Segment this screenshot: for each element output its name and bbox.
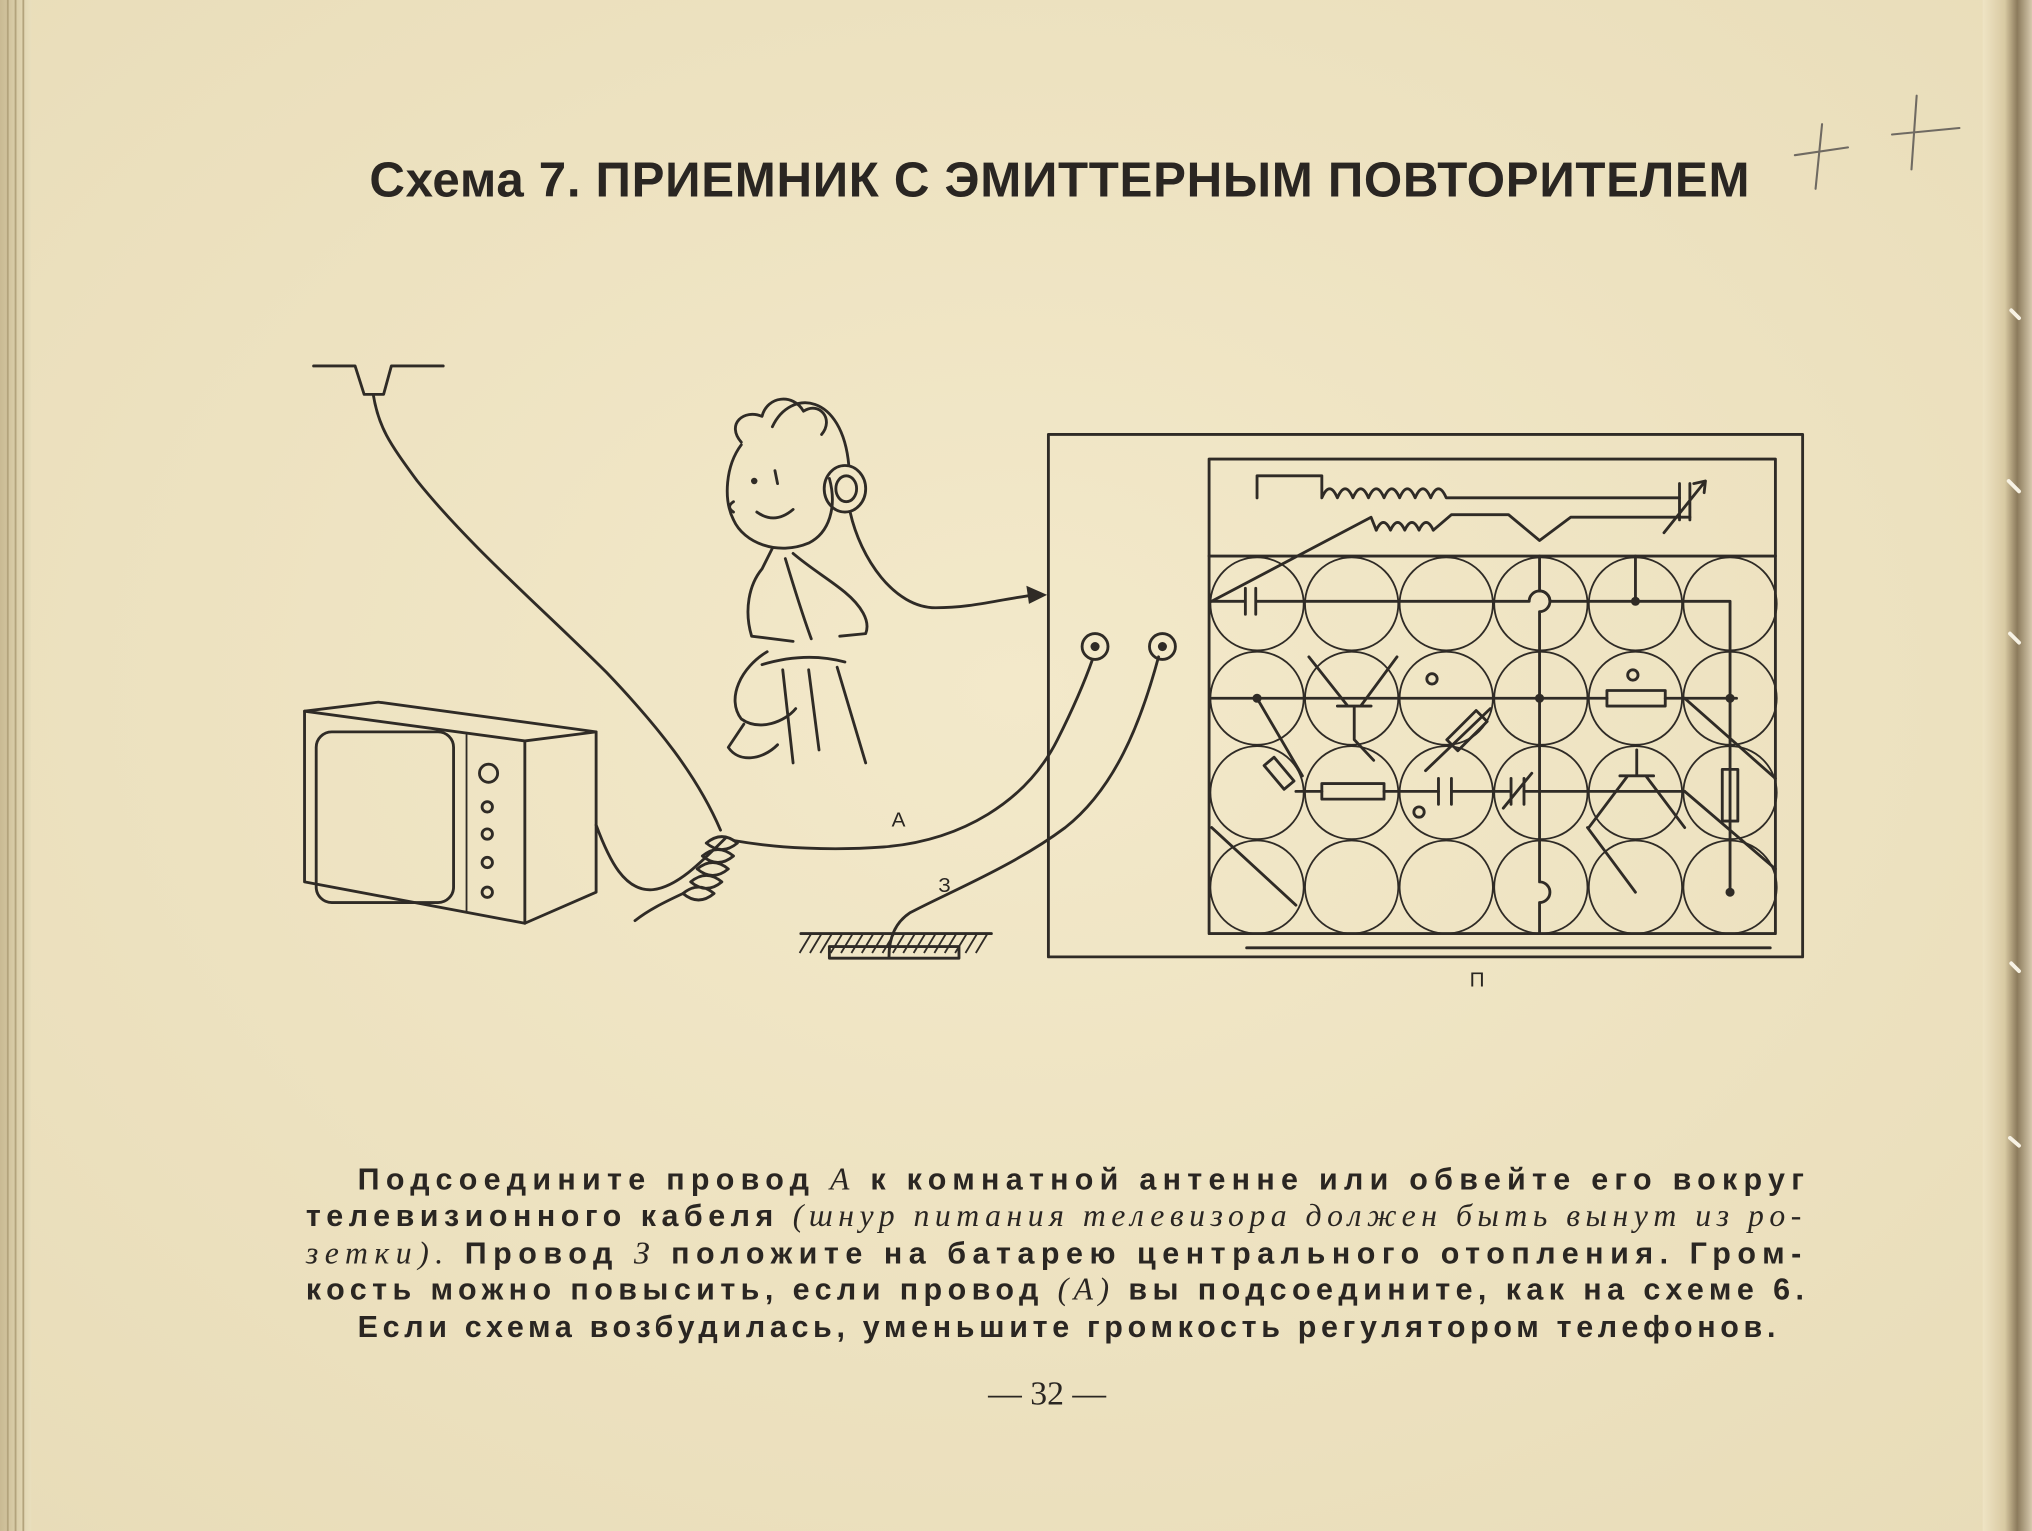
ground-symbol — [798, 932, 993, 960]
wiring-illustration: А З — [303, 364, 1805, 992]
body-line: кость можно повысить, если провод (А) вы… — [306, 1272, 1804, 1307]
headphone-cup-icon — [822, 464, 868, 514]
transistor-icon — [1307, 655, 1399, 762]
variable-capacitor-icon — [1662, 479, 1707, 535]
handwritten-marks — [1793, 94, 1961, 190]
tv-knob-icon — [478, 762, 500, 784]
terminal-hole — [1425, 672, 1439, 686]
tv-set — [303, 700, 598, 925]
radiator-plate — [827, 945, 961, 960]
page-stack-edges — [6, 0, 25, 1531]
boy-eye — [750, 477, 758, 485]
binding-stitches — [2006, 308, 2021, 1148]
resistor-icon — [1605, 689, 1667, 708]
board-outer-frame — [1046, 433, 1805, 959]
boy-body — [746, 546, 869, 643]
tv-top-face — [303, 700, 598, 743]
page-number: — 32 — — [987, 1375, 1106, 1412]
junction-dot — [1725, 887, 1735, 897]
resistor-icon — [1720, 767, 1740, 823]
board-cell — [1304, 556, 1400, 652]
cord-arrow-icon — [1026, 585, 1048, 604]
headphone-band — [770, 401, 851, 467]
body-line: телевизионного кабеля (шнур питания теле… — [306, 1198, 1801, 1233]
terminal-left — [1080, 632, 1110, 661]
headphone-cup-inner — [834, 474, 859, 504]
boy-head — [725, 443, 834, 550]
terminal-hole — [1412, 805, 1426, 819]
stool — [760, 655, 868, 765]
vertical-bus — [1538, 554, 1552, 936]
capacitor-icon — [1437, 777, 1453, 806]
board-cell — [1398, 556, 1494, 652]
loop-coil-icon — [1255, 474, 1681, 500]
tv-power-cable — [594, 823, 728, 892]
wire-z — [887, 655, 1160, 959]
body-line: Если схема возбудилась, уменьшите громко… — [358, 1310, 1776, 1344]
circuit-board — [1046, 433, 1805, 959]
wire-a — [732, 658, 1094, 851]
boy-with-headphones — [725, 397, 1048, 765]
diagonal-wires — [1210, 696, 1777, 907]
instructions-paragraph: Подсоедините провод А к комнатной антенн… — [305, 1162, 1804, 1344]
body-line: Подсоедините провод А к комнатной антенн… — [358, 1162, 1804, 1197]
wire-coil-around-cable — [681, 835, 739, 902]
right-binding-shadow — [1982, 0, 2032, 1531]
trimmer-capacitor-icon — [1501, 771, 1534, 810]
boy-smile — [755, 508, 795, 520]
tv-knob-icon — [480, 885, 494, 899]
board-cell — [1209, 839, 1305, 935]
boy-legs — [726, 650, 798, 760]
tv-screen — [314, 730, 455, 904]
terminal-hole — [1626, 668, 1640, 682]
board-cell — [1209, 556, 1305, 652]
wire-a-label: А — [892, 808, 906, 831]
tv-side-face — [523, 730, 598, 925]
resistor-icon — [1445, 709, 1489, 753]
terminal-right — [1148, 632, 1177, 661]
resistor-icon — [1320, 782, 1386, 801]
tuning-wires — [1210, 513, 1692, 603]
wire-z-label: З — [938, 874, 951, 897]
junction-dot — [1535, 693, 1545, 703]
boy-hair — [734, 397, 828, 444]
headphone-cord — [848, 510, 1039, 610]
body-line: зетки). Провод З положите на батарею цен… — [305, 1235, 1801, 1270]
page-title: Схема 7. ПРИЕМНИК С ЭМИТТЕРНЫМ ПОВТОРИТЕ… — [369, 153, 1749, 208]
transistor-icon — [1587, 748, 1687, 829]
tv-knob-icon — [480, 800, 494, 814]
antenna-wire — [371, 392, 722, 832]
junction-dot — [1252, 693, 1262, 703]
board-cell — [1304, 839, 1400, 935]
board-cell — [1587, 839, 1684, 935]
junction-dot — [1725, 693, 1735, 703]
resistor-icon — [1262, 755, 1296, 791]
boy-eye — [773, 469, 779, 486]
junction-dot — [1630, 596, 1640, 606]
tv-cable-tail — [633, 892, 685, 923]
tv-knob-icon — [480, 827, 494, 841]
board-cell — [1398, 839, 1494, 935]
coupling-coil-icon — [1374, 521, 1435, 532]
ground-hatching — [798, 933, 989, 954]
rail-top — [1210, 586, 1732, 894]
boy-nose — [728, 500, 735, 514]
tv-knob-icon — [480, 855, 494, 870]
board-label: П — [1470, 969, 1485, 992]
board-inner-frame — [1207, 457, 1777, 936]
